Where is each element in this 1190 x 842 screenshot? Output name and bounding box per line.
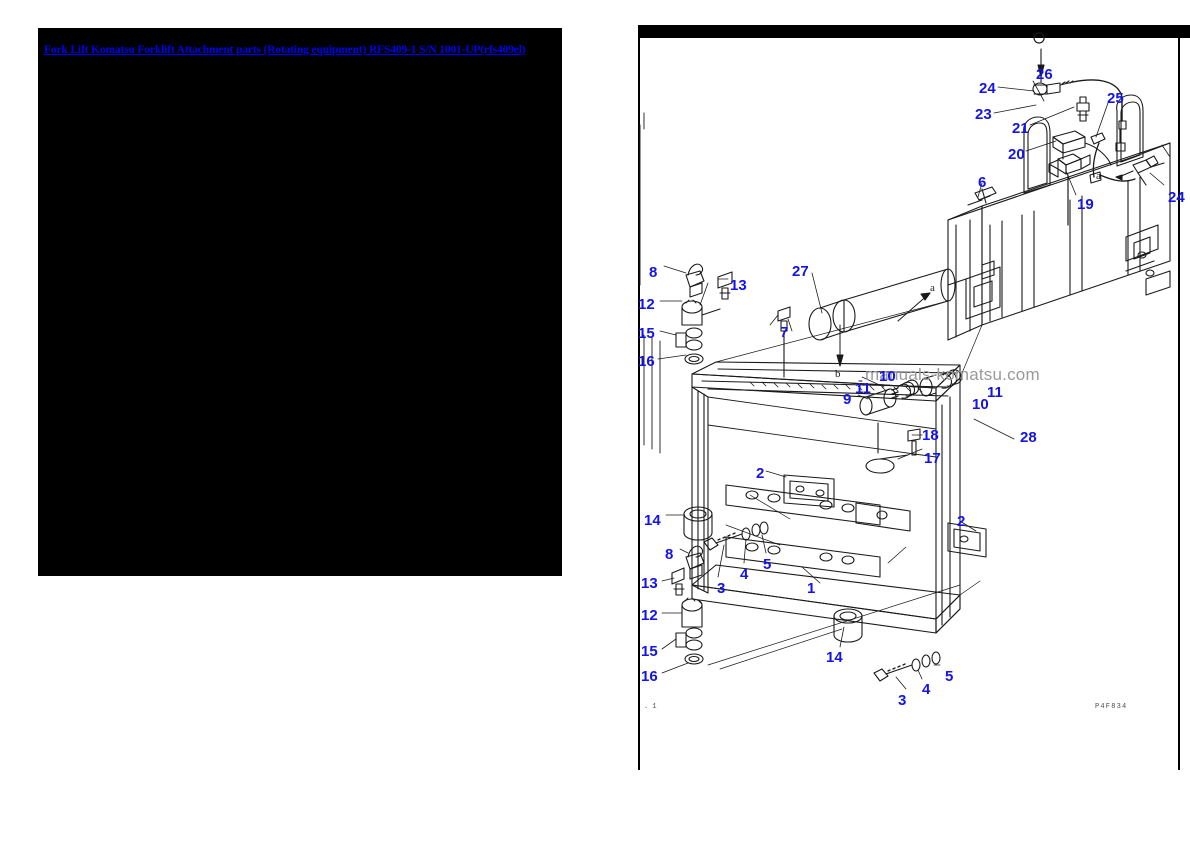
callout-number-11: 11 [855,380,871,397]
scan-top-black-bar [638,25,1190,38]
callout-number-4: 4 [922,681,931,698]
svg-text:a: a [1096,170,1101,182]
callout-number-15: 15 [638,325,655,342]
scan-right-border [1178,38,1180,770]
callout-number-18: 18 [922,427,939,444]
callout-number-5: 5 [763,556,772,573]
svg-text:b: b [835,368,841,380]
callout-number-14: 14 [826,649,843,666]
callout-number-2: 2 [957,513,966,530]
callout-number-20: 20 [1008,146,1025,163]
callout-number-23: 23 [975,106,992,123]
callout-number-26: 26 [1036,66,1053,83]
svg-text:a: a [930,282,935,294]
sheet-code-label: P4F834 [1095,703,1128,711]
callout-number-21: 21 [1012,120,1029,137]
parts-diagram-panel: a [630,25,1190,770]
callout-number-14: 14 [644,512,661,529]
callout-number-3: 3 [898,692,907,709]
page-edge-mark: . 1 [644,703,657,711]
callout-number-28: 28 [1020,429,1037,446]
callout-number-1: 1 [807,580,816,597]
callout-number-10: 10 [972,396,989,413]
callout-number-8: 8 [665,546,674,563]
callout-number-13: 13 [641,575,658,592]
callout-number-25: 25 [1107,90,1124,107]
callout-number-6: 6 [978,174,987,191]
site-watermark: manuals-komatsu.com [865,365,1040,384]
thumbnail-preview-panel: Fork Lift Komatsu Forklift Attachment pa… [38,28,562,576]
parts-page-title-link[interactable]: Fork Lift Komatsu Forklift Attachment pa… [44,44,526,56]
callout-number-12: 12 [638,296,655,313]
callout-number-19: 19 [1077,196,1094,213]
callout-number-4: 4 [740,566,749,583]
callout-number-17: 17 [924,450,941,467]
callout-number-16: 16 [638,353,655,370]
callout-number-24: 24 [1168,189,1185,206]
callout-number-16: 16 [641,668,658,685]
callout-number-5: 5 [945,668,954,685]
scan-left-border [638,38,640,770]
callout-number-27: 27 [792,263,809,280]
callout-number-7: 7 [780,324,789,341]
callout-number-15: 15 [641,643,658,660]
callout-number-11: 11 [987,384,1003,401]
callout-number-12: 12 [641,607,658,624]
callout-number-10: 10 [879,368,896,385]
exploded-parts-drawing: a [639,32,1171,690]
callout-number-9: 9 [843,391,852,408]
callout-number-2: 2 [756,465,765,482]
callout-number-13: 13 [730,277,747,294]
callout-number-24: 24 [979,80,996,97]
callout-number-8: 8 [649,264,658,281]
callout-number-3: 3 [717,580,726,597]
